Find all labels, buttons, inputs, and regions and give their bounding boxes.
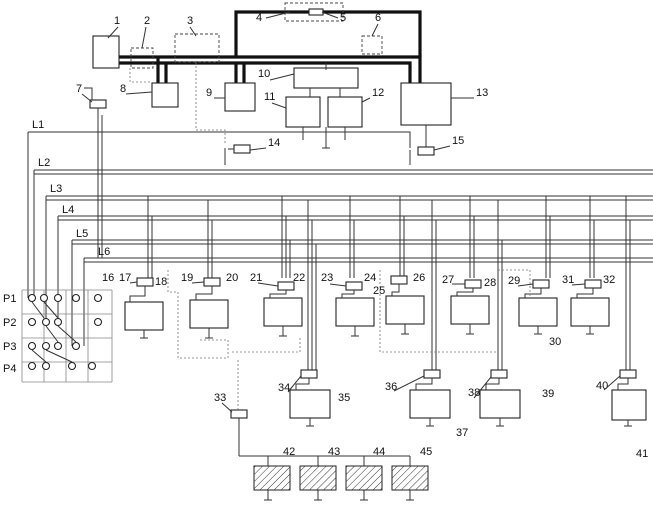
box-8 (151, 82, 179, 108)
box-12 (327, 96, 363, 128)
breaker-6 (361, 35, 383, 55)
label-L6: L6 (98, 246, 110, 258)
label-L1: L1 (32, 119, 44, 131)
label-29: 29 (508, 275, 520, 287)
matrix-16 (21, 289, 113, 383)
label-25: 25 (373, 285, 385, 297)
label-3: 3 (187, 15, 193, 27)
label-15: 15 (452, 135, 464, 147)
label-26: 26 (413, 272, 425, 284)
label-L2: L2 (38, 157, 50, 169)
box-10 (293, 67, 359, 89)
label-9: 9 (206, 87, 212, 99)
label-7: 7 (76, 83, 82, 95)
sensor-14 (224, 144, 251, 165)
label-P3: P3 (3, 341, 16, 353)
label-39: 39 (542, 388, 554, 400)
label-4: 4 (256, 12, 262, 24)
sensor-7 (84, 87, 107, 115)
label-P2: P2 (3, 317, 16, 329)
label-23: 23 (321, 272, 333, 284)
label-P1: P1 (3, 293, 16, 305)
component-labels: 1 2 3 4 5 6 7 8 9 10 11 12 13 14 15 16 1… (76, 12, 648, 460)
box-11 (285, 96, 321, 128)
label-22: 22 (293, 272, 305, 284)
label-L3: L3 (50, 183, 62, 195)
label-11: 11 (264, 91, 275, 103)
label-P4: P4 (3, 363, 16, 375)
label-13: 13 (476, 87, 488, 99)
switch-3 (174, 33, 220, 63)
label-36: 36 (385, 381, 397, 393)
label-24: 24 (364, 272, 376, 284)
label-43: 43 (328, 446, 340, 458)
label-6: 6 (375, 12, 381, 24)
fuse-4-5 (284, 2, 344, 22)
label-12: 12 (372, 87, 384, 99)
label-28: 28 (484, 277, 496, 289)
label-L5: L5 (76, 228, 88, 240)
label-37: 37 (456, 427, 468, 439)
label-5: 5 (340, 12, 346, 24)
label-44: 44 (373, 446, 385, 458)
label-2: 2 (144, 15, 150, 27)
sensor-15 (409, 125, 435, 165)
leader-lines (81, 11, 621, 413)
label-21: 21 (250, 272, 262, 284)
hatched-loads (253, 465, 429, 501)
label-31: 31 (562, 274, 574, 286)
label-45: 45 (420, 446, 432, 458)
line-labels: L1 L2 L3 L4 L5 L6 (32, 119, 110, 258)
label-42: 42 (283, 446, 295, 458)
label-20: 20 (226, 272, 238, 284)
label-14: 14 (268, 137, 280, 149)
label-17: 17 (119, 272, 131, 284)
box-1 (92, 35, 120, 69)
label-19: 19 (181, 272, 193, 284)
fuse-5 (308, 8, 324, 16)
label-33: 33 (214, 392, 226, 404)
label-32: 32 (603, 274, 615, 286)
label-35: 35 (338, 392, 350, 404)
box-9 (224, 82, 256, 112)
label-1: 1 (114, 15, 120, 27)
label-16: 16 (102, 272, 114, 284)
label-8: 8 (120, 83, 126, 95)
box-13 (400, 82, 452, 126)
lower-devices (230, 360, 647, 466)
mid-row-devices (124, 196, 631, 370)
label-34: 34 (278, 382, 290, 394)
label-41: 41 (636, 448, 648, 460)
port-labels: P1 P2 P3 P4 (3, 293, 16, 375)
label-27: 27 (442, 274, 454, 286)
label-30: 30 (549, 336, 561, 348)
label-10: 10 (258, 68, 270, 80)
label-18: 18 (155, 276, 167, 288)
label-40: 40 (596, 380, 608, 392)
label-38: 38 (468, 387, 480, 399)
label-L4: L4 (62, 204, 74, 216)
